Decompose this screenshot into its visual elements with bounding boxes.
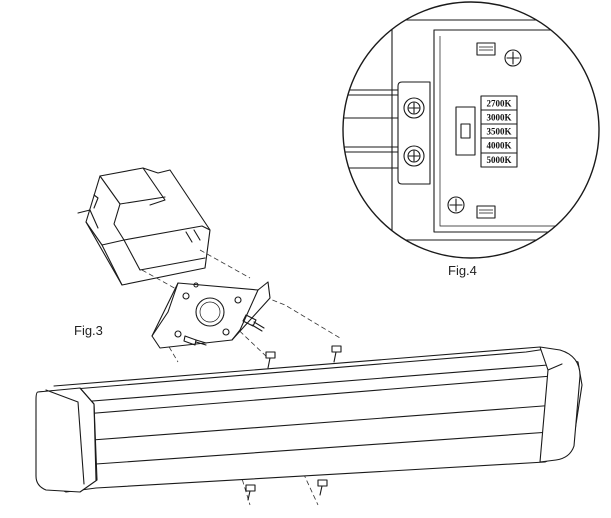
screw-icon <box>265 351 276 369</box>
cross-screw-icon <box>504 49 522 67</box>
fig3-label: Fig.3 <box>74 323 103 338</box>
screw-icon <box>331 345 342 363</box>
cross-screw-icon <box>447 196 465 214</box>
guide-line <box>299 465 319 506</box>
cct-option-3500k: 3500K <box>486 127 511 137</box>
screw-icon <box>183 335 207 346</box>
guide-line <box>199 249 251 279</box>
cct-slide-switch <box>455 106 476 156</box>
cct-label-stack: 2700K 3000K 3500K 4000K 5000K <box>480 95 518 168</box>
guide-line <box>264 296 341 339</box>
screw-icon <box>245 484 256 501</box>
cct-option-2700k: 2700K <box>486 99 511 109</box>
cct-option-5000k: 5000K <box>486 155 511 165</box>
linear-light-fixture <box>35 346 583 493</box>
cct-option-3000k: 3000K <box>486 113 511 123</box>
screw-icon <box>317 479 328 496</box>
terminal-connector-bottom <box>476 205 496 219</box>
fig4-label: Fig.4 <box>448 263 477 278</box>
guide-line <box>141 269 179 291</box>
terminal-connector-top <box>476 42 496 56</box>
fig4-detail-circle: 2700K 3000K 3500K 4000K 5000K <box>342 1 600 259</box>
mounting-channel <box>77 167 211 286</box>
mounting-bracket <box>151 281 271 349</box>
screw-icon <box>242 314 265 332</box>
cct-option-4000k: 4000K <box>486 141 511 151</box>
